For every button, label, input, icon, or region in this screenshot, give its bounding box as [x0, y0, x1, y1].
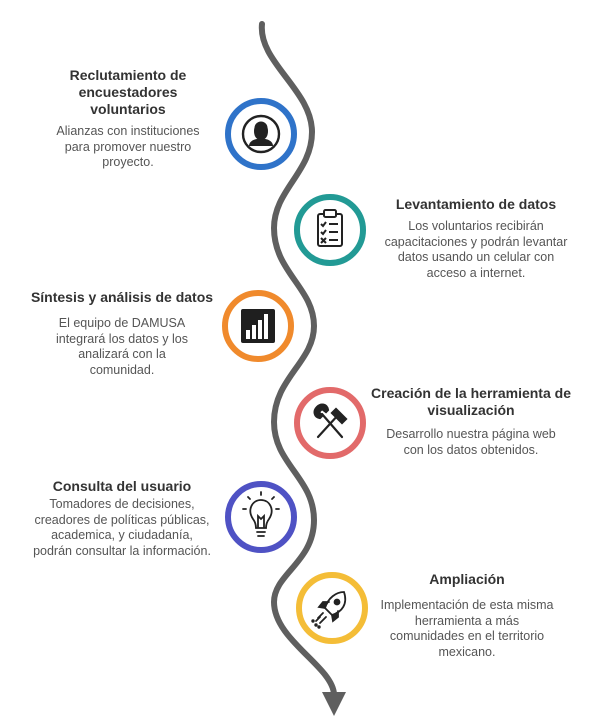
step-2-text: Levantamiento de datos Los voluntarios r… [378, 196, 574, 281]
step-description: Los voluntarios recibirán capacitaciones… [384, 219, 568, 280]
step-5-text: Consulta del usuario Tomadores de decisi… [30, 478, 214, 559]
lightbulb-icon [242, 491, 280, 537]
step-description: Alianzas con instituciones para promover… [56, 124, 200, 169]
person-icon [241, 114, 281, 154]
step-4-text: Creación de la herramienta de visualizac… [364, 385, 578, 458]
hammer-wrench-icon [313, 403, 348, 439]
clipboard-checklist-icon [317, 209, 343, 247]
step-6-text: Ampliación Implementación de esta misma … [376, 571, 558, 660]
bar-chart-icon [241, 309, 275, 343]
step-title: Ampliación [429, 571, 505, 587]
step-4-node [294, 387, 366, 459]
step-3-node [222, 290, 294, 362]
step-title: Creación de la herramienta de visualizac… [371, 385, 571, 418]
step-title: Reclutamiento de encuestadores voluntari… [69, 67, 187, 117]
rocket-icon [311, 591, 347, 629]
step-2-node [294, 194, 366, 266]
step-description: El equipo de DAMUSA integrará los datos … [55, 316, 188, 377]
step-3-text: Síntesis y análisis de datos El equipo d… [12, 289, 232, 378]
step-1-text: Reclutamiento de encuestadores voluntari… [40, 67, 216, 171]
step-description: Tomadores de decisiones, creadores de po… [33, 497, 211, 558]
step-6-node [296, 572, 368, 644]
step-5-node [225, 481, 297, 553]
serpentine-connector [258, 21, 337, 697]
step-title: Consulta del usuario [52, 478, 192, 494]
step-title: Síntesis y análisis de datos [30, 289, 214, 305]
step-description: Implementación de esta misma herramienta… [380, 598, 554, 659]
arrowhead-icon [322, 692, 346, 716]
step-description: Desarrollo nuestra página web con los da… [386, 427, 556, 457]
step-1-node [225, 98, 297, 170]
step-title: Levantamiento de datos [395, 196, 557, 212]
